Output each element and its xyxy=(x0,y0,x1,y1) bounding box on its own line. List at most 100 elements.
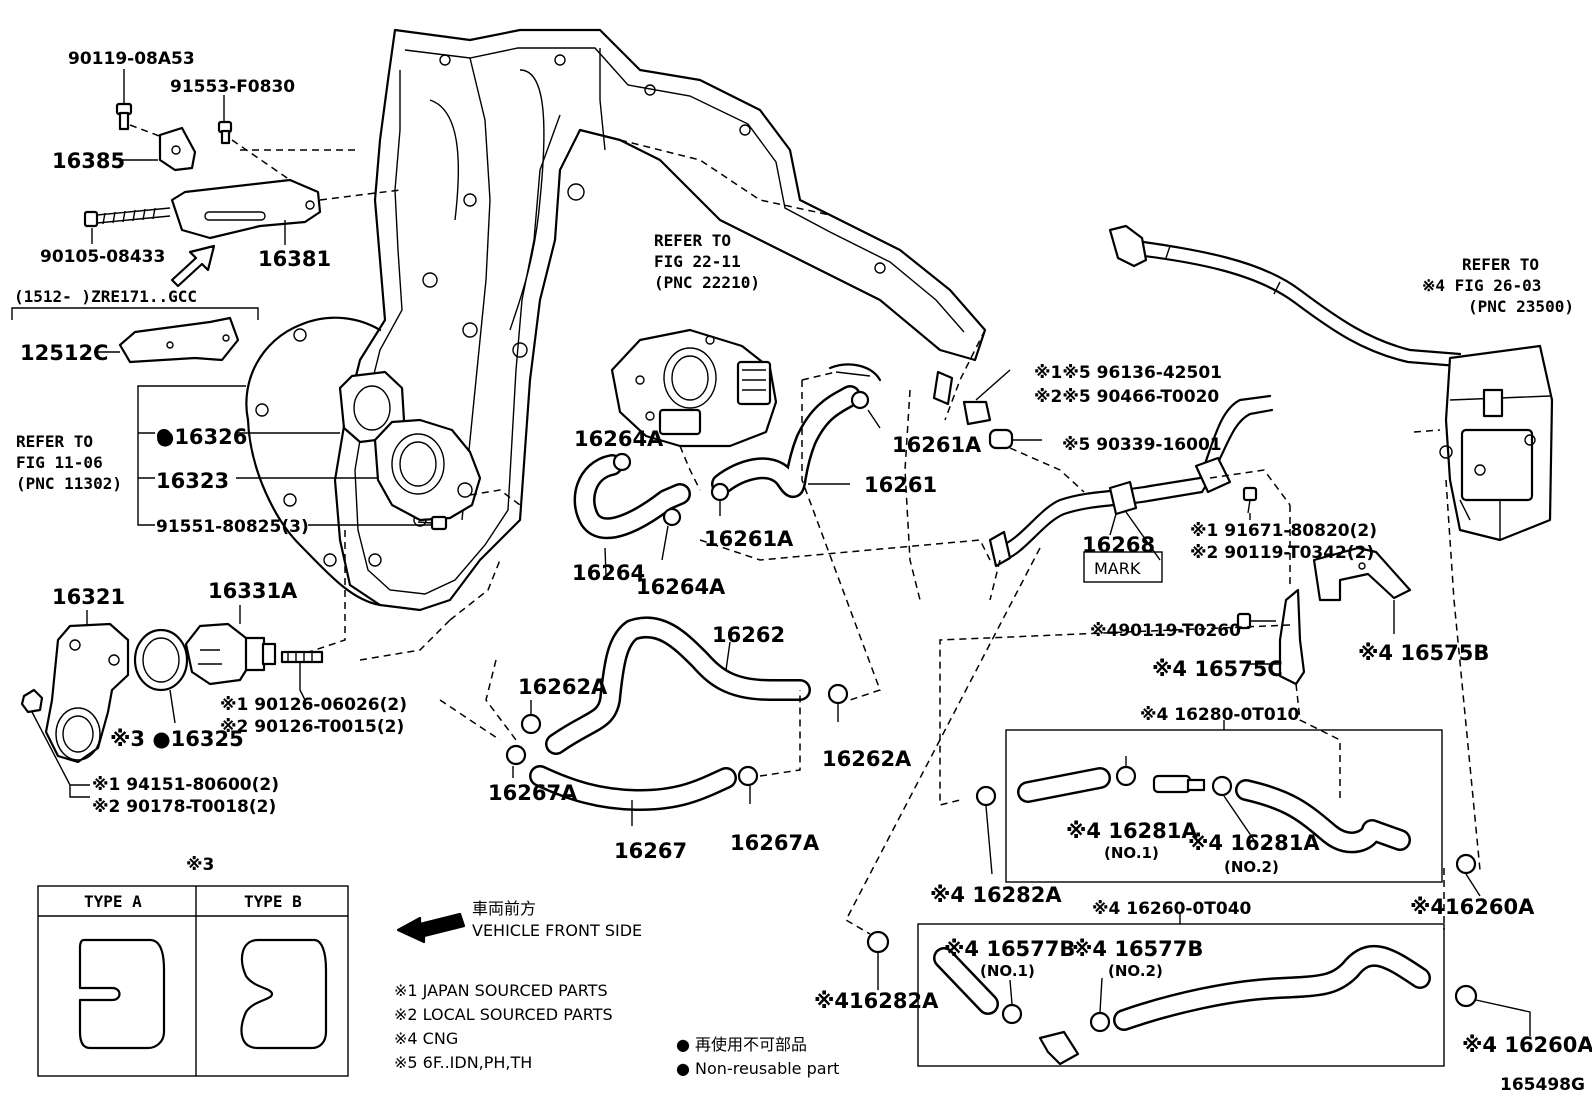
label-16575C: ※4 16575C xyxy=(1152,657,1283,681)
elbow-connector-icon xyxy=(1038,1030,1080,1066)
hose-16577B-no2 xyxy=(1113,944,1431,1031)
label-16261A-bottom: 16261A xyxy=(704,527,794,551)
bolt-icon xyxy=(115,102,133,131)
nut-icon xyxy=(20,688,44,714)
kit-box-16260 xyxy=(917,923,1445,1067)
thermostat-icon xyxy=(184,605,277,686)
type-b-label: TYPE B xyxy=(244,892,302,911)
label-16264A-top: 16264A xyxy=(574,427,664,451)
figure-id: 165498G xyxy=(1500,1075,1585,1095)
bolt-icon xyxy=(1236,612,1276,630)
hose-clamp-icon xyxy=(505,744,527,766)
label-16261A-top: 16261A xyxy=(892,433,982,457)
refer-fig11-line1: REFER TO xyxy=(16,432,93,451)
hose-16281A-no2 xyxy=(1235,779,1411,854)
label-16281A-no2: ※4 16281A xyxy=(1188,831,1320,855)
label-16577B-no1-sub: (NO.1) xyxy=(980,962,1035,980)
label-16577B-no2: ※4 16577B xyxy=(1072,937,1203,961)
hose-clamp-icon xyxy=(975,785,997,807)
hose-16261 xyxy=(711,385,861,499)
gasket-type-a-icon xyxy=(78,938,166,1050)
label-16280-0T010: ※4 16280-0T010 xyxy=(1140,705,1300,725)
bolt-icon xyxy=(1242,486,1258,514)
mark-box xyxy=(1083,551,1163,583)
label-16282A-bottom: ※416282A xyxy=(814,989,939,1013)
hose-clamp-icon xyxy=(1211,775,1233,797)
legend-cng: ※4 CNG xyxy=(394,1029,458,1048)
vehicle-front-arrow-icon xyxy=(396,912,466,944)
hose-clamp-icon xyxy=(710,482,730,502)
label-16264A-bottom: 16264A xyxy=(636,575,726,599)
connector-icon xyxy=(1152,774,1206,794)
label-91671-80820: ※1 91671-80820(2) xyxy=(1190,521,1377,541)
label-96136-42501: ※1※5 96136-42501 xyxy=(1034,363,1222,383)
hose-clamp-icon xyxy=(1089,1011,1111,1033)
label-16323: 16323 xyxy=(156,469,229,493)
bracket-16385-icon xyxy=(158,126,197,172)
type-a-label: TYPE A xyxy=(84,892,142,911)
refer-fig11-line2: FIG 11-06 xyxy=(16,453,103,472)
label-16262A-left: 16262A xyxy=(518,675,608,699)
refer-fig26-line1: REFER TO xyxy=(1462,255,1539,274)
refer-fig26-line2: ※4 FIG 26-03 xyxy=(1422,276,1541,295)
bolt-icon xyxy=(417,515,448,531)
hose-16281A-no1 xyxy=(1017,767,1111,803)
label-90178-T0018: ※2 90178-T0018(2) xyxy=(92,797,276,817)
hose-clamp-icon xyxy=(827,683,849,705)
type-table-header: ※3 xyxy=(186,855,214,875)
label-90119-T0260: ※490119-T0260 xyxy=(1090,621,1241,641)
thermostat-housing-group xyxy=(137,370,521,656)
type-table xyxy=(37,885,349,1077)
hose-16262 xyxy=(545,616,811,755)
stud-bolt-icon xyxy=(280,650,324,664)
hose-16577B-no1 xyxy=(933,947,999,1015)
hose-16264 xyxy=(573,454,691,540)
part-labels: 90119-08A53 91553-F0830 16385 16381 9010… xyxy=(14,49,1592,1095)
label-12512C: 12512C xyxy=(20,341,108,365)
label-16264: 16264 xyxy=(572,561,645,585)
throttle-body-icon xyxy=(610,328,778,448)
label-91551-80825: 91551-80825(3) xyxy=(156,517,309,537)
legend-region: ※5 6F..IDN,PH,TH xyxy=(394,1053,532,1072)
refer-fig22-line2: FIG 22-11 xyxy=(654,252,741,271)
hose-clamp-icon xyxy=(612,452,632,472)
housing-16323-icon xyxy=(373,418,482,522)
legend: ※1 JAPAN SOURCED PARTS ※2 LOCAL SOURCED … xyxy=(394,981,839,1078)
hose-clamp-icon xyxy=(1001,1003,1023,1025)
hose-clamp-icon xyxy=(520,713,542,735)
refer-fig22-line3: (PNC 22210) xyxy=(654,273,760,292)
vehicle-front-en: VEHICLE FRONT SIDE xyxy=(472,921,642,940)
label-16575B: ※4 16575B xyxy=(1358,641,1489,665)
bracket-12512C-icon xyxy=(118,316,240,364)
label-16325: ※3 ●16325 xyxy=(110,727,244,751)
label-16321: 16321 xyxy=(52,585,125,609)
label-16260A-bottom: ※4 16260A xyxy=(1462,1033,1592,1057)
refer-fig26-line3: (PNC 23500) xyxy=(1468,297,1574,316)
label-90126-T0015: ※2 90126-T0015(2) xyxy=(220,717,404,737)
gasket-type-b-icon xyxy=(240,938,328,1050)
label-90119-T0342: ※2 90119-T0342(2) xyxy=(1190,543,1374,563)
label-91553-F0830: 91553-F0830 xyxy=(170,77,295,97)
engine-bracket-group xyxy=(11,69,401,364)
hose-clamp-icon xyxy=(866,930,890,954)
label-16331A: 16331A xyxy=(208,579,298,603)
refer-fig22-line1: REFER TO xyxy=(654,231,731,250)
label-16281A-no1-sub: (NO.1) xyxy=(1104,844,1159,862)
legend-non-reusable-en: ● Non-reusable part xyxy=(676,1059,839,1078)
water-inlet-16321 xyxy=(44,610,130,764)
hose-clamp-icon xyxy=(662,507,682,527)
legend-non-reusable-jp: ● 再使用不可部品 xyxy=(676,1035,807,1054)
label-16326: ●16326 xyxy=(156,425,247,449)
label-range-note: (1512- )ZRE171..GCC xyxy=(14,287,197,306)
legend-japan-sourced: ※1 JAPAN SOURCED PARTS xyxy=(394,981,608,1000)
bolt-icon xyxy=(217,120,233,145)
label-16577B-no1: ※4 16577B xyxy=(944,937,1075,961)
label-16282A-top: ※4 16282A xyxy=(930,883,1062,907)
label-90339-16001: ※5 90339-16001 xyxy=(1062,435,1222,455)
cng-regulator-icon xyxy=(1439,344,1554,542)
label-16267A-left: 16267A xyxy=(488,781,578,805)
bracket-16575C-icon xyxy=(1278,588,1306,686)
hose-clamp-icon xyxy=(850,390,870,410)
timing-chain-cover xyxy=(245,28,987,661)
